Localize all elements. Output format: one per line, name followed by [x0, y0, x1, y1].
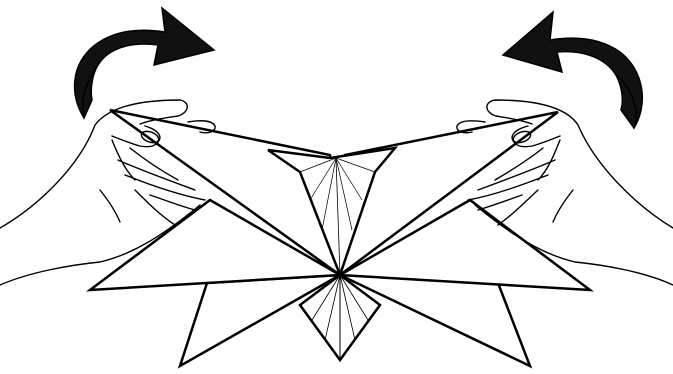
curved-arrow-right-icon — [75, 8, 214, 118]
curved-arrow-left-icon — [503, 12, 642, 128]
star-bottom-points — [180, 275, 530, 366]
